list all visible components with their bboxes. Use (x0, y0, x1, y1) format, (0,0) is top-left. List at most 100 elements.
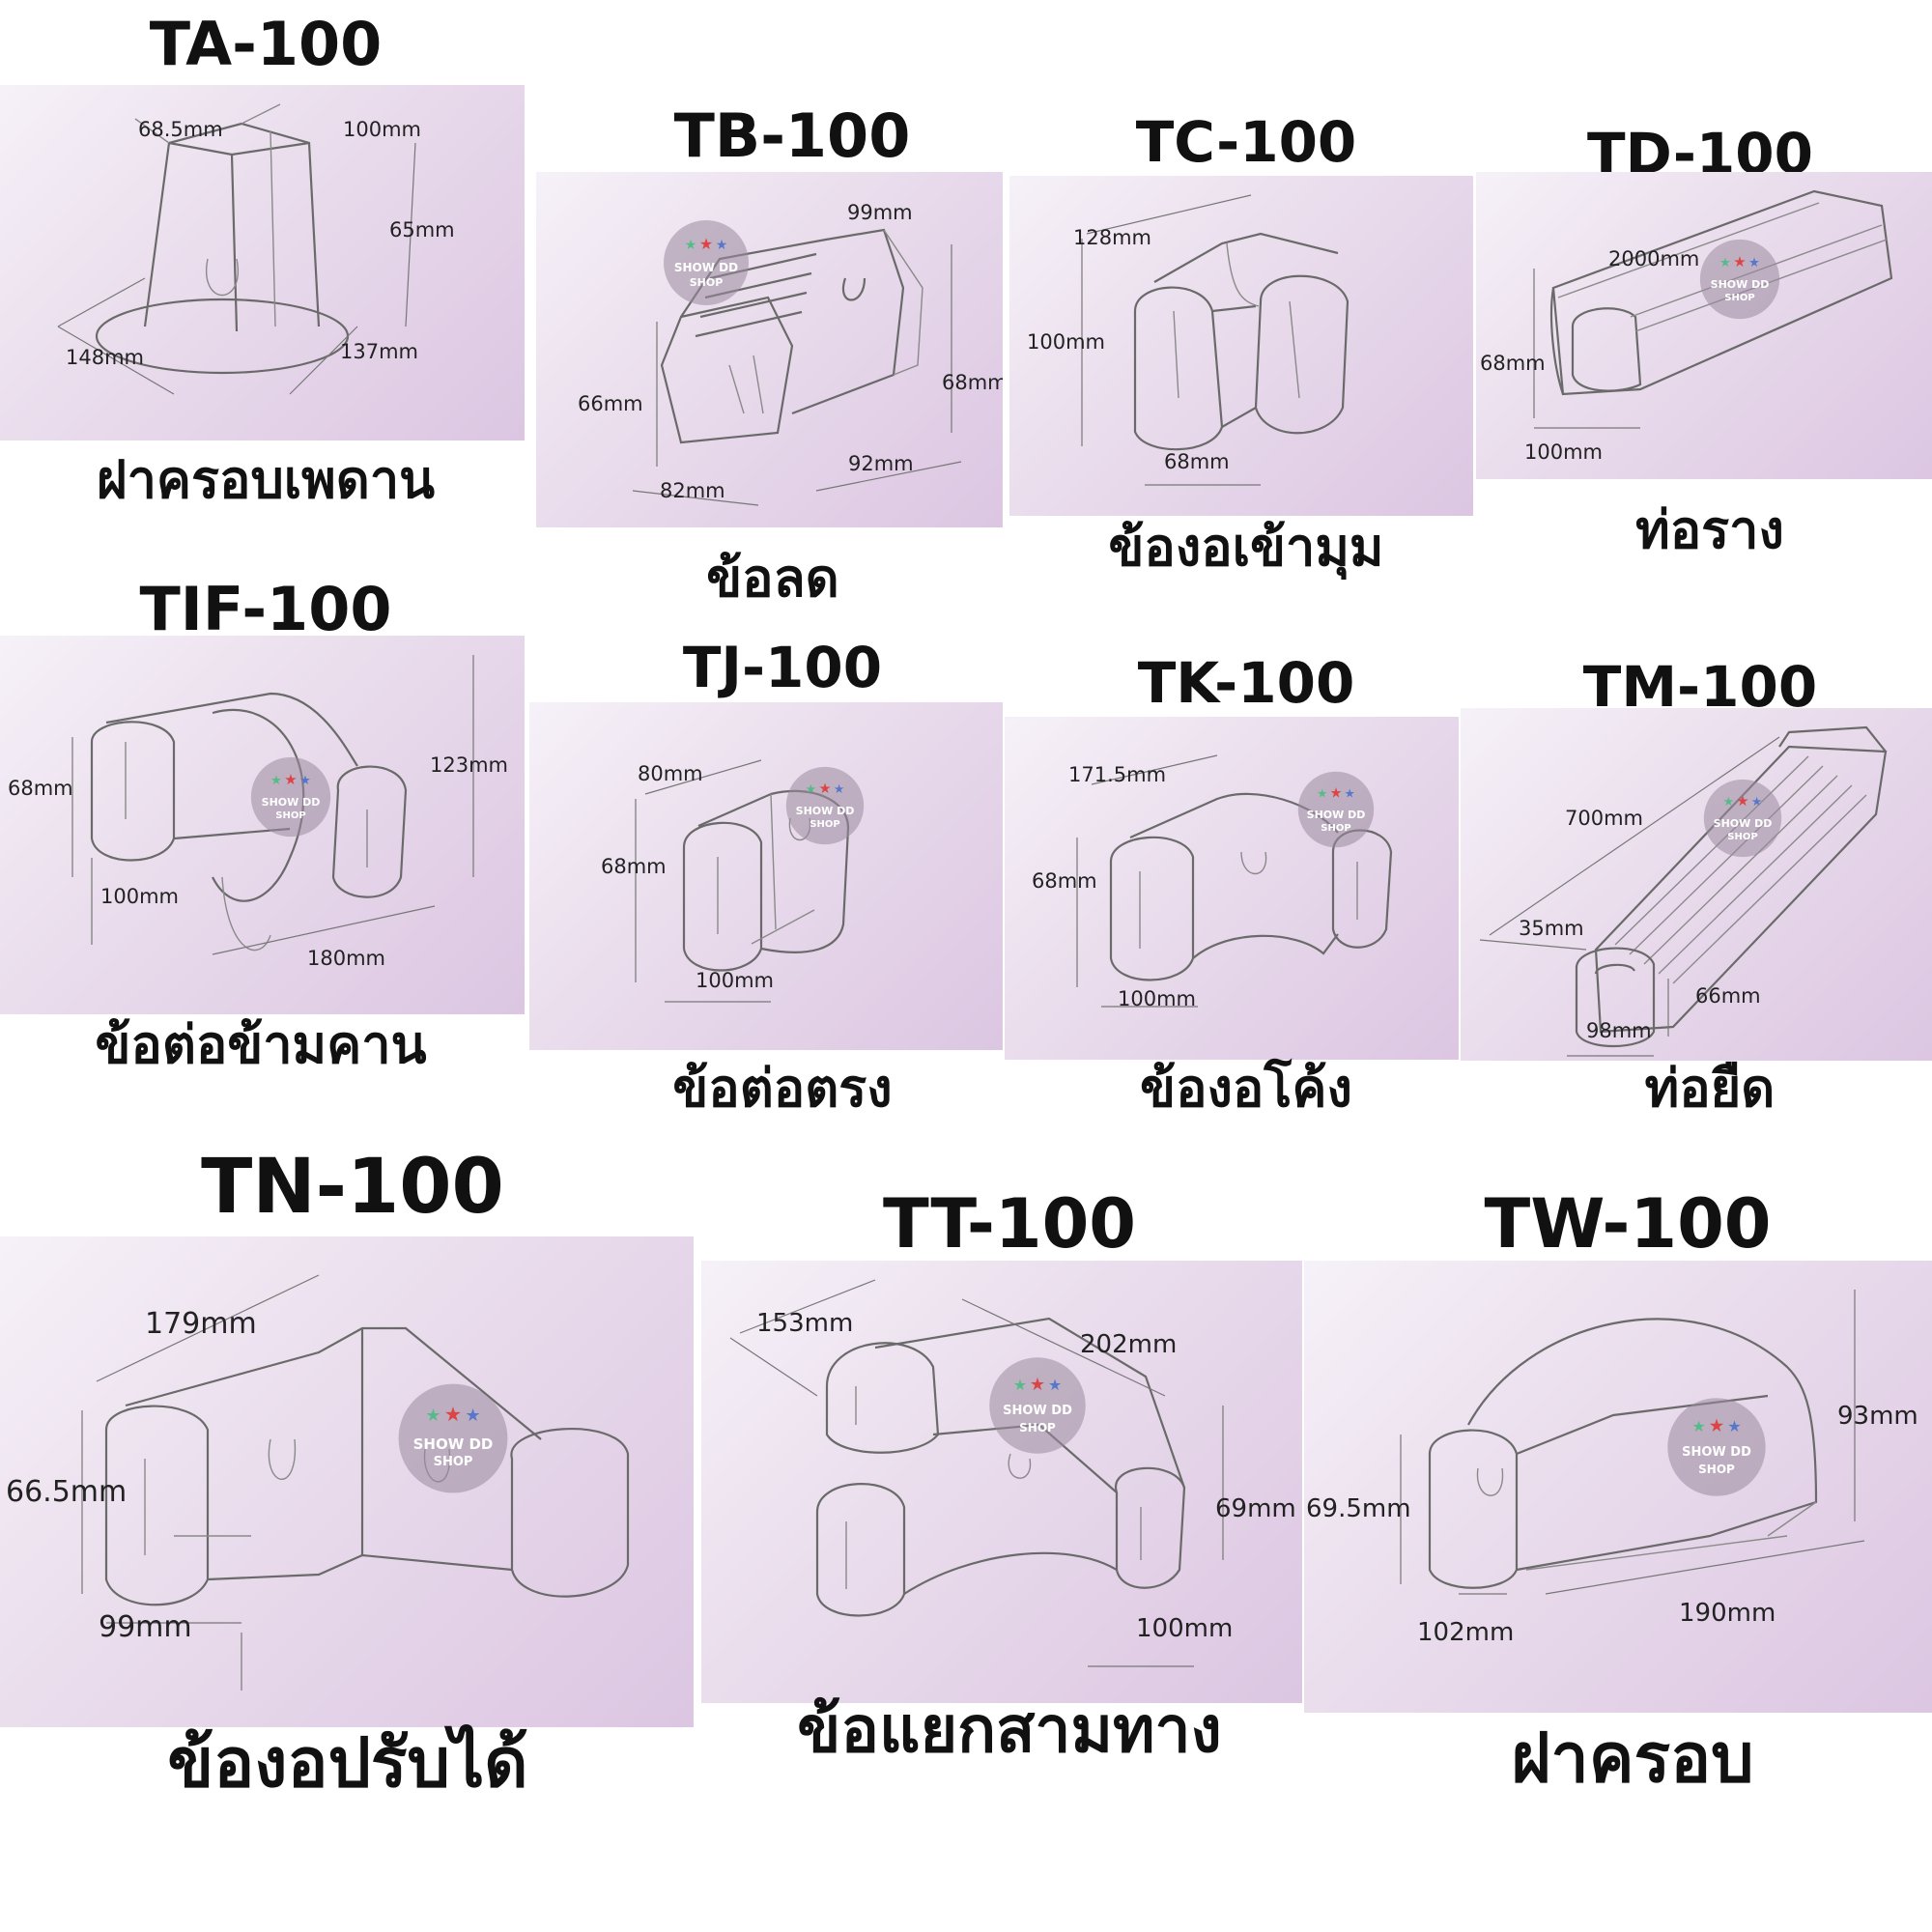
watermark-badge: ★ ★ ★ (1699, 239, 1780, 320)
diagram-panel-tw-100: 93mm 69.5mm 102mm 190mm ★ ★ ★ SHOW DD SH… (1304, 1261, 1932, 1713)
svg-text:★: ★ (465, 1406, 480, 1426)
diagram-panel-tif-100: 68mm 123mm 100mm 180mm ★ ★ ★ SHOW DD SHO… (0, 636, 525, 1014)
watermark-text: SHOW DD (1710, 278, 1770, 291)
part-name-tt-100: ข้อแยกสามทาง (797, 1692, 1222, 1767)
diagram-ceiling-cover (57, 103, 416, 395)
dim-label: 700mm (1565, 807, 1643, 830)
svg-text:★: ★ (1748, 256, 1760, 270)
part-name-tm-100: ท่อยืด (1644, 1058, 1776, 1119)
svg-text:★: ★ (1048, 1376, 1062, 1394)
dim-label: 68.5mm (138, 118, 223, 141)
svg-text:★: ★ (1317, 786, 1327, 801)
watermark-badge: ★ ★ ★ (398, 1383, 508, 1493)
watermark-logo: ★ ★ ★ SHOW DD SHOP (1296, 770, 1376, 849)
part-code-tj-100: TJ-100 (682, 635, 883, 700)
dim-label: 2000mm (1608, 247, 1700, 270)
watermark-text: SHOP (433, 1455, 473, 1469)
dim-label: 123mm (430, 753, 508, 777)
dim-label: 100mm (343, 118, 421, 141)
diagram-panel-tc-100: 128mm 100mm 68mm (1009, 176, 1473, 516)
watermark-logo: ★ ★ ★ SHOW DD SHOP (662, 218, 751, 307)
dim-label: 35mm (1519, 917, 1584, 940)
svg-text:★: ★ (834, 782, 844, 797)
dim-label: 190mm (1679, 1599, 1776, 1628)
watermark-text: SHOP (1698, 1463, 1735, 1476)
dim-label: 100mm (1524, 440, 1603, 464)
dim-label: 100mm (100, 885, 179, 908)
watermark-text: SHOP (1727, 832, 1758, 842)
watermark-badge: ★ ★ ★ (989, 1357, 1086, 1454)
watermark-logo: ★ ★ ★ SHOW DD SHOP (249, 755, 332, 838)
svg-text:★: ★ (806, 782, 816, 797)
svg-text:★: ★ (1330, 786, 1343, 802)
part-name-tb-100: ข้อลด (706, 548, 839, 609)
watermark-badge: ★ ★ ★ (664, 220, 749, 305)
dim-label: 68mm (1164, 450, 1230, 473)
dim-label: 66mm (1695, 984, 1761, 1008)
dim-label: 68mm (1032, 869, 1097, 893)
diagram-panel-tn-100: 179mm 66.5mm 99mm ★ ★ ★ SHOW DD SHOP (0, 1236, 694, 1727)
watermark-text: SHOP (275, 810, 306, 821)
dim-label: 69mm (1215, 1494, 1296, 1523)
dim-label: 65mm (389, 218, 455, 242)
dim-label: 98mm (1586, 1019, 1652, 1042)
watermark-badge: ★ ★ ★ (785, 766, 865, 845)
diagram-wall-cover (1400, 1290, 1865, 1595)
part-code-tk-100: TK-100 (1137, 650, 1355, 716)
diagram-panel-tm-100: 700mm 35mm 66mm 98mm ★ ★ ★ SHOW DD SHOP (1461, 708, 1932, 1061)
diagram-panel-tk-100: 171.5mm 68mm 100mm ★ ★ ★ SHOW DD SHOP (1005, 717, 1459, 1060)
part-name-tj-100: ข้อต่อตรง (672, 1058, 893, 1119)
part-name-tif-100: ข้อต่อข้ามคาน (95, 1014, 427, 1075)
svg-text:★: ★ (1691, 1417, 1705, 1435)
part-code-tm-100: TM-100 (1582, 654, 1818, 720)
part-name-tw-100: ฝาครอบ (1511, 1719, 1754, 1798)
dim-label: 179mm (145, 1307, 257, 1341)
dim-label: 66mm (578, 392, 643, 415)
part-name-tc-100: ข้องอเข้ามุม (1108, 517, 1384, 578)
svg-text:★: ★ (270, 774, 282, 788)
dim-label: 68mm (1480, 352, 1546, 375)
watermark-logo: ★ ★ ★ SHOW DD SHOP (1702, 778, 1783, 859)
part-code-tc-100: TC-100 (1135, 109, 1357, 175)
watermark-text: SHOW DD (261, 796, 321, 809)
dim-label: 92mm (848, 452, 914, 475)
dim-label: 148mm (66, 346, 144, 369)
part-code-tb-100: TB-100 (673, 100, 911, 171)
dim-label: 100mm (696, 969, 774, 992)
watermark-text: SHOW DD (1003, 1404, 1072, 1418)
watermark-text: SHOW DD (1306, 809, 1366, 821)
svg-text:★: ★ (818, 781, 831, 797)
dim-label: 128mm (1073, 226, 1151, 249)
dim-label: 99mm (99, 1610, 192, 1644)
dim-label: 171.5mm (1068, 763, 1167, 786)
svg-text:★: ★ (685, 238, 697, 253)
diagram-panel-ta-100: 68.5mm 100mm 65mm 148mm 137mm (0, 85, 525, 440)
svg-text:★: ★ (444, 1403, 462, 1426)
svg-text:★: ★ (1736, 793, 1748, 810)
part-code-tw-100: TW-100 (1484, 1184, 1772, 1264)
dim-label: 202mm (1080, 1330, 1178, 1359)
watermark-text: SHOP (1724, 293, 1755, 303)
watermark-text: SHOW DD (1682, 1445, 1751, 1460)
svg-text:★: ★ (1030, 1375, 1045, 1395)
dim-label: 80mm (638, 762, 703, 785)
part-code-tn-100: TN-100 (201, 1144, 504, 1231)
watermark-logo: ★ ★ ★ SHOW DD SHOP (1665, 1396, 1768, 1498)
dim-label: 153mm (756, 1309, 854, 1338)
svg-text:★: ★ (1345, 786, 1355, 801)
watermark-text: SHOW DD (1713, 817, 1773, 830)
watermark-logo: ★ ★ ★ SHOW DD SHOP (396, 1381, 510, 1495)
dim-label: 93mm (1837, 1402, 1918, 1431)
svg-text:★: ★ (1709, 1416, 1725, 1436)
part-name-tk-100: ข้องอโค้ง (1140, 1058, 1352, 1119)
diagram-inside-corner (1081, 194, 1350, 486)
watermark-badge: ★ ★ ★ (1297, 771, 1375, 848)
dim-label: 66.5mm (6, 1475, 128, 1509)
dim-label: 100mm (1136, 1614, 1234, 1643)
svg-text:★: ★ (699, 235, 713, 253)
diagram-panel-tj-100: 80mm 68mm 100mm ★ ★ ★ SHOW DD SHOP (529, 702, 1003, 1050)
watermark-logo: ★ ★ ★ SHOW DD SHOP (784, 765, 866, 846)
watermark-logo: ★ ★ ★ SHOW DD SHOP (1698, 238, 1781, 321)
diagram-reducer (632, 228, 962, 506)
dim-label: 68mm (601, 855, 667, 878)
